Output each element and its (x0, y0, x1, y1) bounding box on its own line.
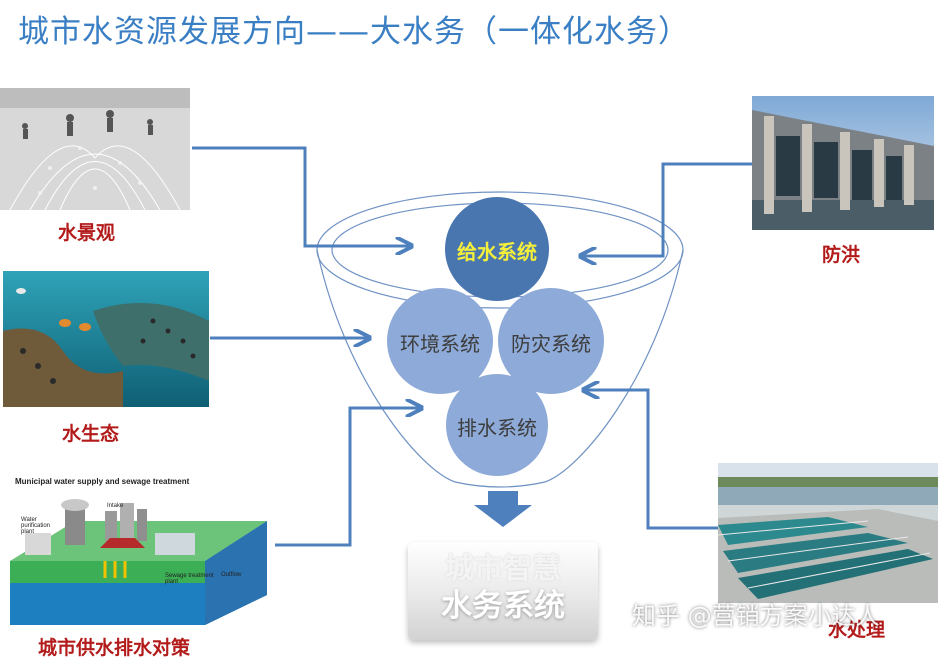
fountain-photo (0, 88, 190, 210)
page-title: 城市水资源发展方向——大水务（一体化水务） (18, 14, 690, 50)
label-purification: Water purification plant (21, 517, 51, 535)
output-down-arrow (474, 491, 532, 527)
caption-water-ecology: 水生态 (62, 423, 120, 445)
node-environment-circle (387, 288, 493, 394)
label-outflow: Outflow (221, 572, 242, 578)
treatment-plant-photo (718, 463, 938, 603)
caption-flood-control: 防洪 (822, 244, 861, 266)
coral-reef-photo (3, 271, 209, 407)
arrow-supply-plan (275, 408, 420, 547)
caption-water-landscape: 水景观 (58, 222, 116, 244)
illustration-title: Municipal water supply and sewage treatm… (15, 477, 190, 486)
result-line-2: 水务系统 (441, 588, 565, 624)
arrow-treatment (585, 390, 718, 530)
node-environment-label: 环境系统 (400, 332, 480, 356)
node-drainage-circle (446, 374, 548, 476)
caption-water-treatment: 水处理 (828, 619, 886, 641)
node-drainage-label: 排水系统 (457, 416, 537, 440)
label-sewage: Sewage treatment plant (165, 573, 214, 585)
dam-photo (752, 96, 934, 230)
node-disaster-circle (498, 288, 604, 394)
smart-water-system-box: 城市智慧 水务系统 (408, 542, 598, 640)
arrow-flood (582, 162, 752, 256)
arrow-landscape (192, 146, 410, 246)
node-supply-label: 给水系统 (457, 240, 537, 264)
label-intake: Intake (107, 503, 124, 509)
water-infrastructure-illustration: Municipal water supply and sewage treatm… (5, 473, 273, 633)
watermark: 知乎 @营销方案小达人 (632, 602, 880, 630)
node-supply-circle (445, 197, 549, 301)
result-line-1: 城市智慧 (444, 551, 561, 585)
node-disaster-label: 防灾系统 (511, 332, 591, 356)
